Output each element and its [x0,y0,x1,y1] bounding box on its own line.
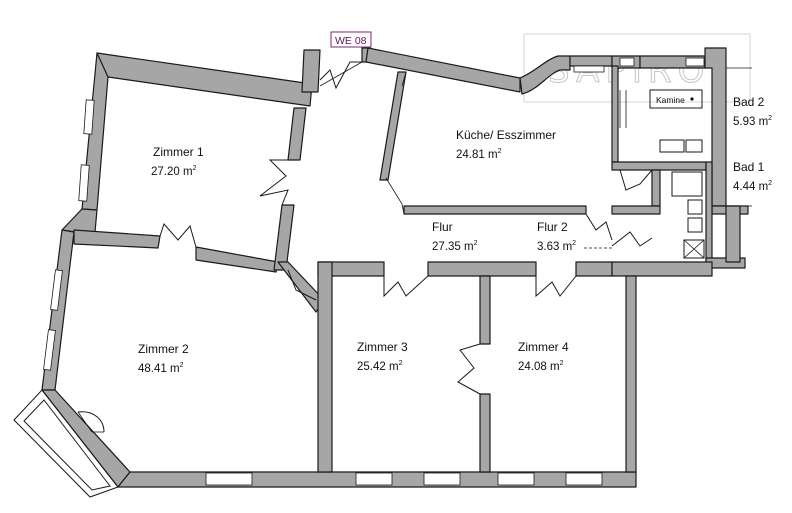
room-name: Zimmer 3 [357,340,408,354]
room-area: 24.08 m [518,361,560,373]
svg-text:5.93 m2: 5.93 m2 [733,115,772,128]
room-area-sup: 2 [498,148,502,155]
windows [43,57,705,486]
room-name: Bad 2 [733,95,765,109]
room-area-sup: 2 [768,115,772,122]
room-labels: Zimmer 1 27.20 m2 Küche/ Esszimmer 24.81… [138,95,772,375]
fixtures: Kamine [385,67,752,259]
room-area: 3.63 m [537,241,572,253]
room-zimmer-3: Zimmer 3 25.42 m2 [357,340,408,373]
room-area-sup: 2 [560,360,564,367]
room-kueche: Küche/ Esszimmer 24.81 m2 [456,128,556,161]
room-area: 4.44 m [733,181,768,193]
room-area: 27.35 m [432,241,474,253]
room-name: Küche/ Esszimmer [456,128,556,142]
room-zimmer-4: Zimmer 4 24.08 m2 [518,340,569,373]
room-area: 25.42 m [357,361,399,373]
room-name: Flur 2 [537,220,568,234]
room-area-sup: 2 [193,165,197,172]
unit-label: WE 08 [330,31,372,48]
room-area: 5.93 m [733,116,768,128]
svg-text:3.63 m2: 3.63 m2 [537,240,576,253]
svg-text:24.08 m2: 24.08 m2 [518,360,564,373]
room-name: Flur [432,220,453,234]
room-area: 27.20 m [151,166,193,178]
doors [159,61,653,395]
svg-text:48.41 m2: 48.41 m2 [138,362,184,375]
walls [41,47,749,488]
room-name: Zimmer 2 [138,342,189,356]
kamin-label: Kamine [656,95,685,105]
room-area-sup: 2 [474,240,478,247]
room-flur-2: Flur 2 3.63 m2 [537,220,576,253]
unit-label-text: WE 08 [335,35,367,47]
room-area-sup: 2 [399,360,403,367]
svg-text:25.42 m2: 25.42 m2 [357,360,403,373]
svg-text:24.81 m2: 24.81 m2 [456,148,502,161]
room-area-sup: 2 [768,180,772,187]
room-area: 24.81 m [456,149,498,161]
room-name: Zimmer 4 [518,340,569,354]
svg-text:4.44 m2: 4.44 m2 [733,180,772,193]
room-bad-2: Bad 2 5.93 m2 [733,95,772,128]
room-zimmer-2: Zimmer 2 48.41 m2 [138,342,189,375]
room-zimmer-1: Zimmer 1 27.20 m2 [151,145,204,178]
room-area-sup: 2 [572,240,576,247]
room-area-sup: 2 [180,362,184,369]
balcony [13,389,119,498]
room-name: Zimmer 1 [153,145,204,159]
svg-text:27.35 m2: 27.35 m2 [432,240,478,253]
svg-text:27.20 m2: 27.20 m2 [151,165,197,178]
room-bad-1: Bad 1 4.44 m2 [733,160,772,193]
room-flur: Flur 27.35 m2 [432,220,478,253]
room-area: 48.41 m [138,363,180,375]
room-name: Bad 1 [733,160,765,174]
